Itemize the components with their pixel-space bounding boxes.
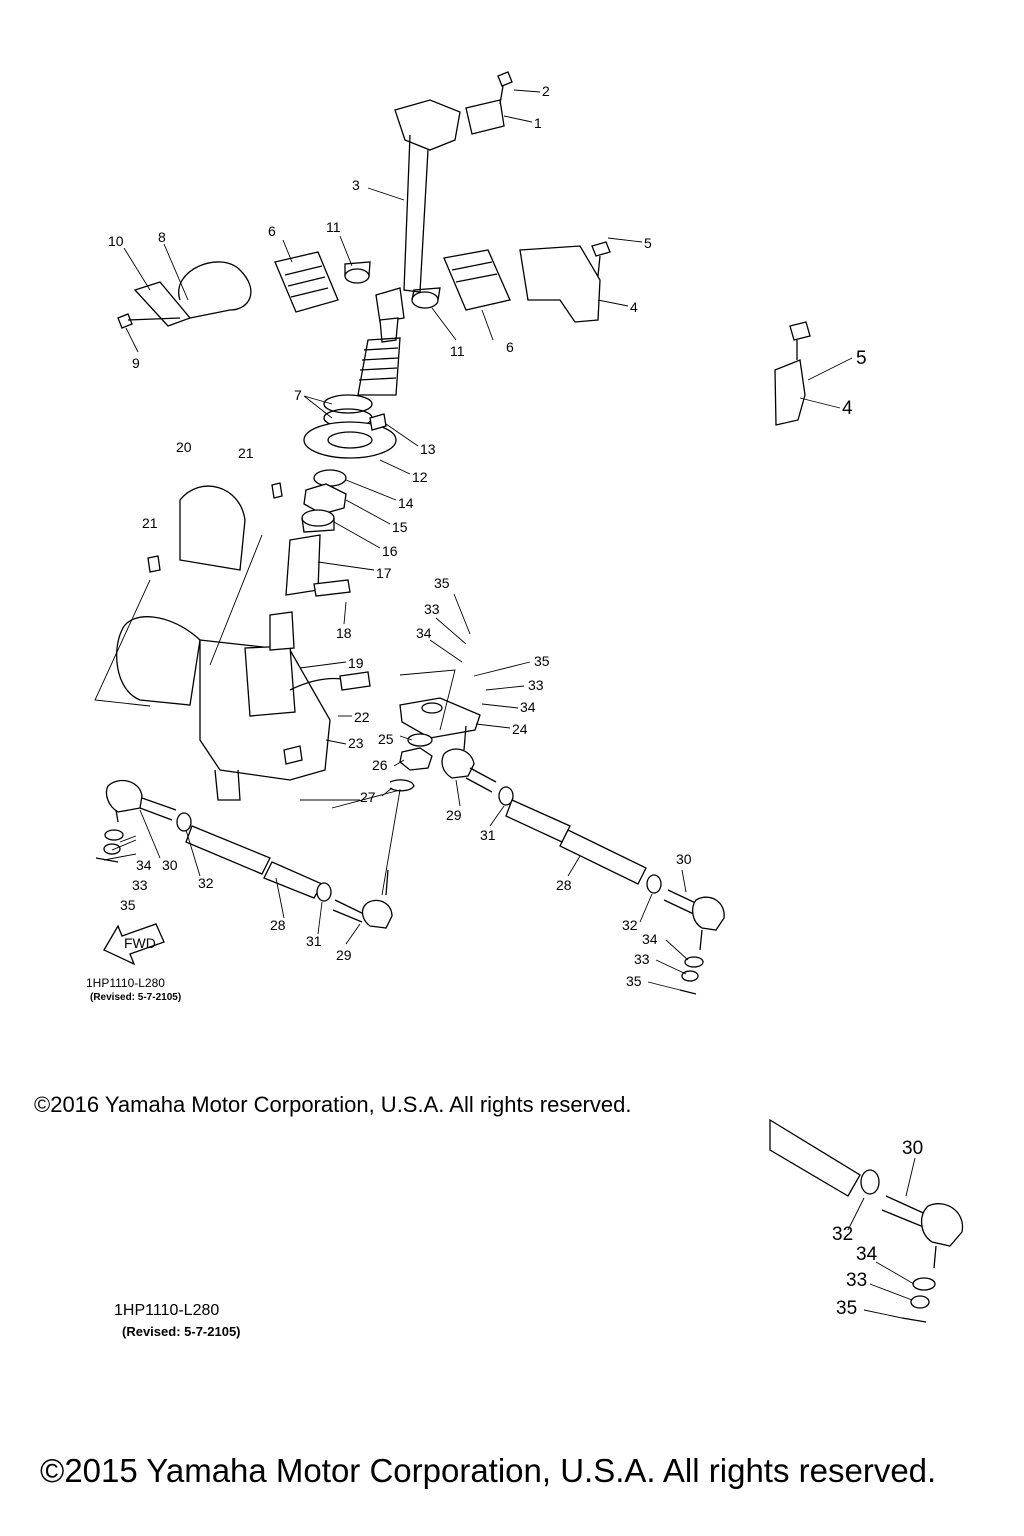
callout-35c: 35 bbox=[534, 653, 550, 669]
callout-19: 19 bbox=[348, 655, 364, 671]
callout-10: 10 bbox=[108, 233, 124, 249]
steering-column bbox=[357, 99, 461, 396]
fwd-label: FWD bbox=[124, 935, 156, 951]
callout-leaders bbox=[103, 89, 916, 1319]
tie-rod-left bbox=[95, 779, 393, 929]
callout-34a: 34 bbox=[136, 857, 152, 873]
callout-labels: 2 1 3 4 5 6 6 7 8 9 10 11 11 12 13 14 15… bbox=[108, 83, 923, 1319]
callout-28b: 28 bbox=[556, 877, 572, 893]
callout-31a: 31 bbox=[306, 933, 322, 949]
callout-28a: 28 bbox=[270, 917, 286, 933]
fwd-arrow-icon: FWD bbox=[103, 923, 165, 966]
callout-31b: 31 bbox=[480, 827, 496, 843]
bearing-stack bbox=[301, 394, 397, 533]
callout-6b: 6 bbox=[506, 339, 514, 355]
callout-35d: 35 bbox=[626, 973, 642, 989]
bracket-right bbox=[519, 241, 611, 323]
callout-30b: 30 bbox=[676, 851, 692, 867]
callout-8: 8 bbox=[158, 229, 166, 245]
diagram-code: 1HP1110-L280 bbox=[86, 976, 165, 990]
diagram-code-secondary: 1HP1110-L280 bbox=[114, 1302, 220, 1319]
callout-29a: 29 bbox=[336, 947, 352, 963]
callout-1: 1 bbox=[534, 115, 542, 131]
callout-35b: 35 bbox=[434, 575, 450, 591]
callout-30-detail: 30 bbox=[902, 1138, 923, 1159]
callout-34d: 34 bbox=[642, 931, 658, 947]
callout-11b: 11 bbox=[450, 343, 465, 359]
callout-4: 4 bbox=[630, 299, 638, 315]
assembly-lines bbox=[94, 534, 456, 896]
callout-5-detail: 5 bbox=[856, 348, 867, 369]
universal-joint bbox=[285, 534, 351, 597]
callout-24: 24 bbox=[512, 721, 528, 737]
spring-bracket bbox=[117, 261, 252, 329]
revised-date: (Revised: 5-7-2105) bbox=[90, 992, 182, 1003]
callout-25: 25 bbox=[378, 731, 394, 747]
callout-17: 17 bbox=[376, 565, 392, 581]
callout-21b: 21 bbox=[142, 515, 158, 531]
callout-7: 7 bbox=[294, 387, 302, 403]
pitman-arm bbox=[389, 697, 481, 792]
callout-2: 2 bbox=[542, 83, 550, 99]
callout-14: 14 bbox=[398, 495, 414, 511]
bracket-detail bbox=[774, 321, 811, 426]
callout-22: 22 bbox=[354, 709, 370, 725]
holder-left bbox=[274, 251, 371, 313]
callout-33b: 33 bbox=[424, 601, 440, 617]
callout-6a: 6 bbox=[268, 223, 276, 239]
callout-35-detail: 35 bbox=[836, 1298, 857, 1319]
callout-27: 27 bbox=[360, 789, 376, 805]
holder-right bbox=[411, 249, 511, 311]
tie-rod-detail bbox=[769, 1118, 964, 1323]
callout-18: 18 bbox=[336, 625, 352, 641]
callout-11a: 11 bbox=[326, 219, 341, 235]
callout-35a: 35 bbox=[120, 897, 136, 913]
revised-date-secondary: (Revised: 5-7-2105) bbox=[122, 1324, 241, 1339]
callout-21a: 21 bbox=[238, 445, 254, 461]
copyright-2015: ©2015 Yamaha Motor Corporation, U.S.A. A… bbox=[40, 1452, 937, 1489]
callout-23: 23 bbox=[348, 735, 364, 751]
callout-12: 12 bbox=[412, 469, 428, 485]
callout-26: 26 bbox=[372, 757, 388, 773]
callout-33-detail: 33 bbox=[846, 1270, 867, 1291]
callout-32a: 32 bbox=[198, 875, 214, 891]
copyright-2016: ©2016 Yamaha Motor Corporation, U.S.A. A… bbox=[34, 1092, 632, 1117]
callout-33a: 33 bbox=[132, 877, 148, 893]
callout-33c: 33 bbox=[528, 677, 544, 693]
callout-32-detail: 32 bbox=[832, 1224, 853, 1245]
callout-15: 15 bbox=[392, 519, 408, 535]
callout-13: 13 bbox=[420, 441, 436, 457]
callout-16: 16 bbox=[382, 543, 398, 559]
callout-3: 3 bbox=[352, 177, 360, 193]
clamp-upper bbox=[465, 71, 513, 135]
callout-34b: 34 bbox=[416, 625, 432, 641]
callout-20: 20 bbox=[176, 439, 192, 455]
callout-33d: 33 bbox=[634, 951, 650, 967]
callout-5: 5 bbox=[644, 235, 652, 251]
tie-rod-right bbox=[441, 725, 725, 995]
callout-29b: 29 bbox=[446, 807, 462, 823]
callout-32b: 32 bbox=[622, 917, 638, 933]
power-steering-unit bbox=[116, 482, 371, 801]
callout-9: 9 bbox=[132, 355, 140, 371]
callout-34c: 34 bbox=[520, 699, 536, 715]
callout-34-detail: 34 bbox=[856, 1244, 878, 1265]
callout-4-detail: 4 bbox=[842, 398, 853, 419]
callout-30a: 30 bbox=[162, 857, 178, 873]
